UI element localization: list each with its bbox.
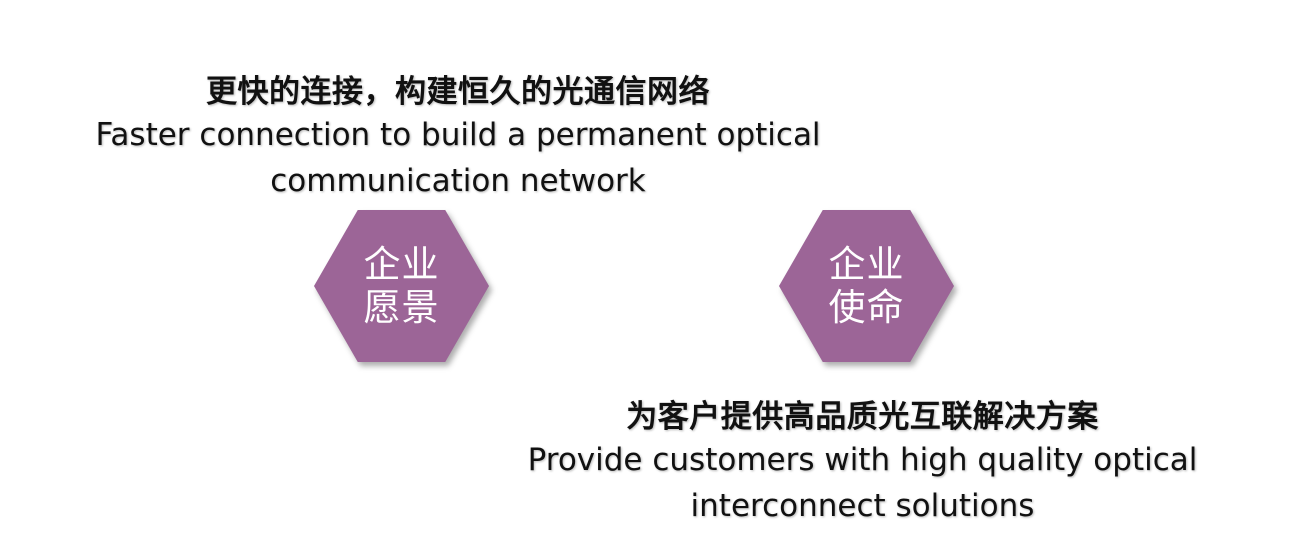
mission-line-en-1: Provide customers with high quality opti… bbox=[527, 442, 1198, 478]
vision-text-block: 更快的连接，构建恒久的光通信网络 Faster connection to bu… bbox=[58, 72, 858, 204]
mission-hexagon-label: 企业 使命 bbox=[779, 210, 954, 362]
vision-title-zh: 更快的连接，构建恒久的光通信网络 bbox=[206, 74, 710, 110]
mission-hexagon: 企业 使命 bbox=[779, 210, 954, 362]
mission-line-en-2: interconnect solutions bbox=[690, 488, 1035, 524]
vision-line-en-2: communication network bbox=[270, 163, 646, 199]
mission-hexagon-label-line-1: 企业 bbox=[828, 243, 905, 286]
vision-line-en-1: Faster connection to build a permanent o… bbox=[95, 117, 821, 153]
mission-text-block: 为客户提供高品质光互联解决方案 Provide customers with h… bbox=[470, 397, 1255, 529]
vision-hexagon: 企业 愿景 bbox=[314, 210, 489, 362]
mission-hexagon-shape bbox=[779, 210, 954, 362]
mission-hexagon-label-line-2: 使命 bbox=[828, 286, 905, 329]
mission-title-zh: 为客户提供高品质光互联解决方案 bbox=[626, 399, 1099, 435]
vision-hexagon-label-line-2: 愿景 bbox=[363, 286, 440, 329]
vision-hexagon-label-line-1: 企业 bbox=[363, 243, 440, 286]
vision-hexagon-label: 企业 愿景 bbox=[314, 210, 489, 362]
